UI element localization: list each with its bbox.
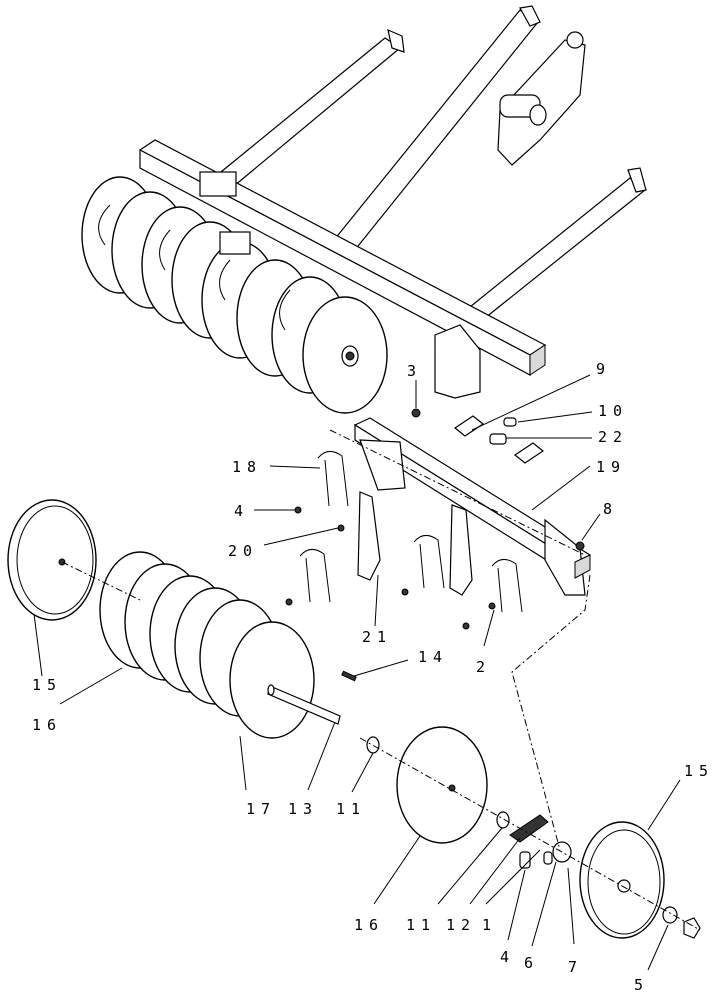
label-1: 1	[482, 916, 497, 934]
label-11-upper: 11	[336, 800, 366, 818]
label-15-left: 15	[32, 676, 62, 694]
callout-labels: 3 9 10 22 18 19 4 8 20 21 14 2 15 16 17 …	[32, 360, 712, 994]
label-7: 7	[568, 958, 583, 976]
label-16-left: 16	[32, 716, 62, 734]
label-11-lower: 11	[406, 916, 436, 934]
disc-gang	[81, 171, 388, 414]
label-6: 6	[524, 954, 539, 972]
label-16-lower: 16	[354, 916, 384, 934]
frame-arms	[203, 5, 647, 327]
center-lines	[61, 429, 701, 931]
label-4-lower: 4	[500, 948, 515, 966]
label-21: 21	[362, 628, 392, 646]
label-9: 9	[596, 360, 611, 378]
label-13: 13	[288, 800, 318, 818]
label-10: 10	[598, 402, 628, 420]
leader-lines	[33, 374, 681, 971]
label-19: 19	[596, 458, 626, 476]
label-4-upper: 4	[234, 502, 249, 520]
label-5: 5	[634, 976, 649, 994]
label-17: 17	[246, 800, 276, 818]
axle	[267, 684, 341, 725]
label-18: 18	[232, 458, 262, 476]
label-14: 14	[418, 648, 448, 666]
mounting-frame	[353, 417, 592, 596]
main-frame-bar	[138, 139, 547, 399]
exploded-parts	[7, 408, 701, 939]
label-22: 22	[598, 428, 628, 446]
assembled-implement	[81, 5, 647, 414]
left-disc	[7, 499, 97, 621]
disc-stack	[99, 551, 315, 739]
label-2: 2	[476, 658, 491, 676]
hardware	[285, 408, 585, 682]
upright-plates	[357, 491, 473, 596]
label-12: 12	[446, 916, 476, 934]
lower-assembly	[366, 726, 701, 939]
label-20: 20	[228, 542, 258, 560]
u-bolts	[299, 415, 545, 613]
label-8: 8	[603, 500, 618, 518]
label-15-right: 15	[684, 762, 712, 780]
label-3: 3	[407, 362, 422, 380]
